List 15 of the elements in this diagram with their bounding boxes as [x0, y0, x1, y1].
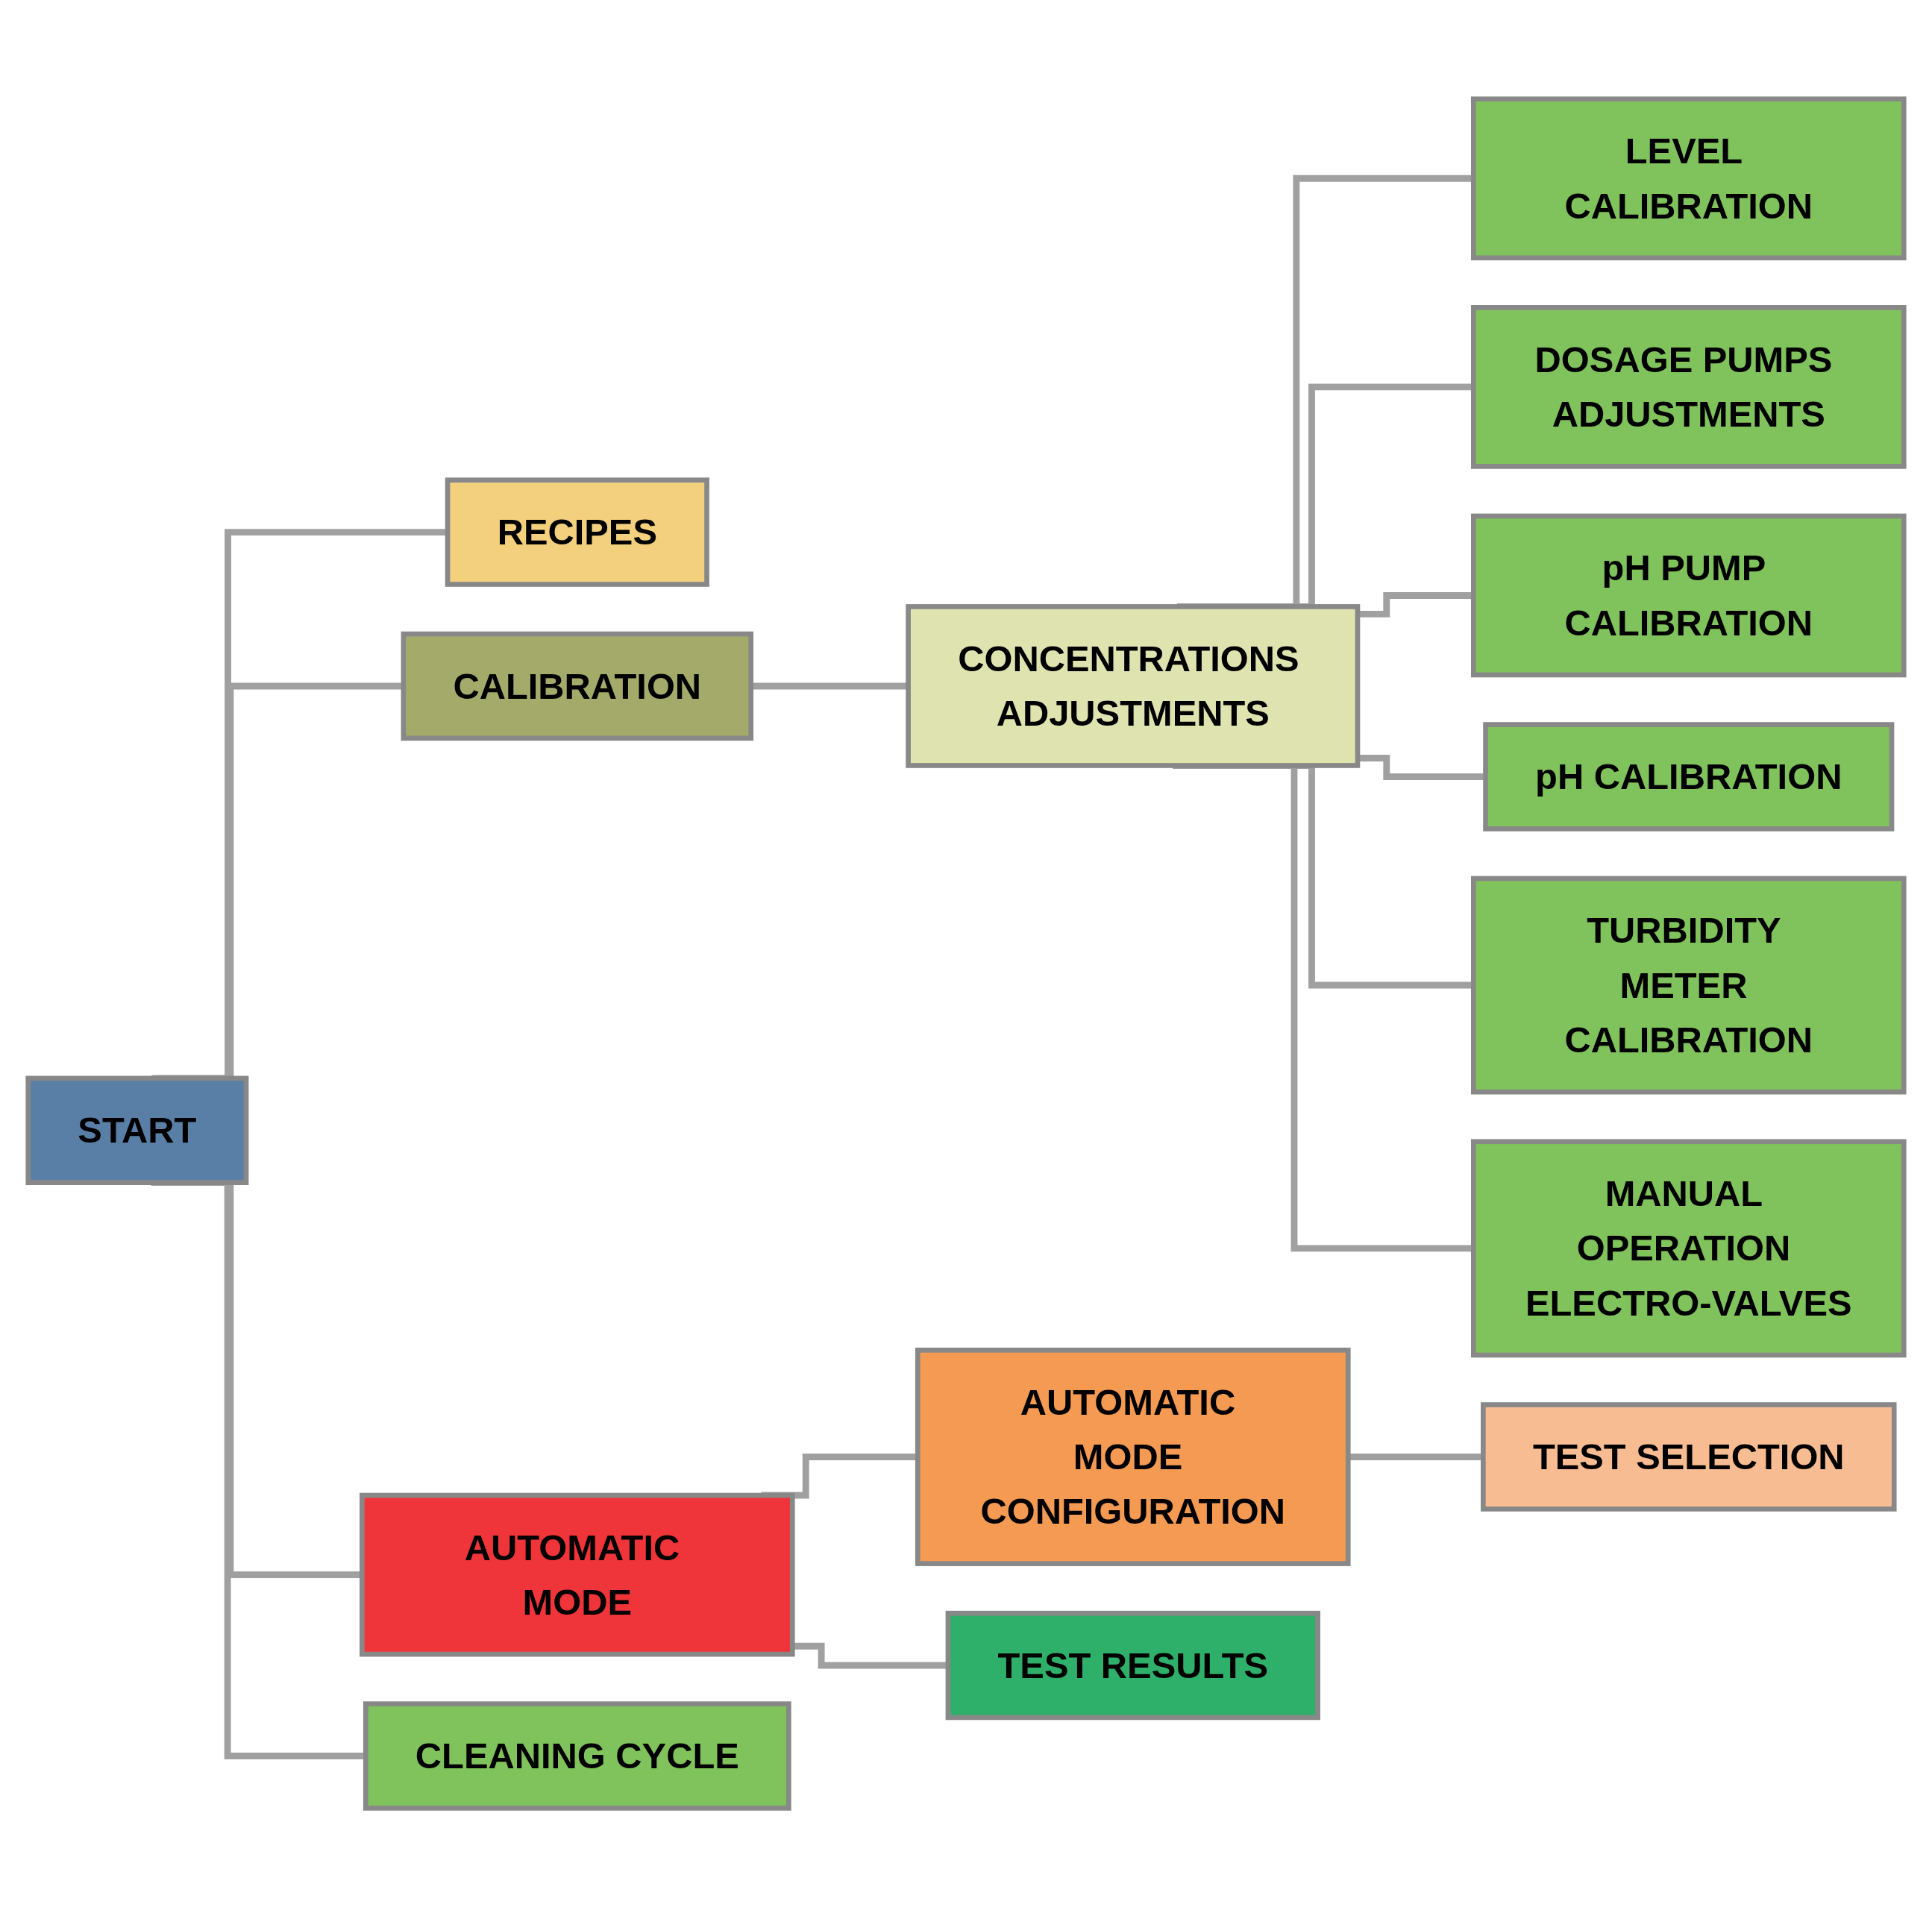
node-box: CLEANING CYCLE [363, 1701, 791, 1811]
node-box: LEVEL CALIBRATION [1470, 96, 1907, 260]
node-box: AUTOMATIC MODE [360, 1492, 795, 1657]
node-box: START [25, 1075, 249, 1185]
node-box: MANUAL OPERATION ELECTRO-VALVES [1470, 1139, 1907, 1358]
node-box: pH CALIBRATION [1483, 722, 1895, 832]
node-box: TEST SELECTION [1481, 1402, 1897, 1512]
node-box: AUTOMATIC MODE CONFIGURATION [915, 1347, 1351, 1566]
node-box: CALIBRATION [401, 631, 754, 741]
node-box: CONCENTRATIONS ADJUSTMENTS [906, 604, 1361, 768]
node-box: TURBIDITY METER CALIBRATION [1470, 876, 1907, 1095]
node-box: RECIPES [445, 477, 709, 587]
node-box: pH PUMP CALIBRATION [1470, 513, 1907, 678]
node-box: TEST RESULTS [945, 1610, 1320, 1721]
node-box: DOSAGE PUMPS ADJUSTMENTS [1470, 304, 1907, 469]
